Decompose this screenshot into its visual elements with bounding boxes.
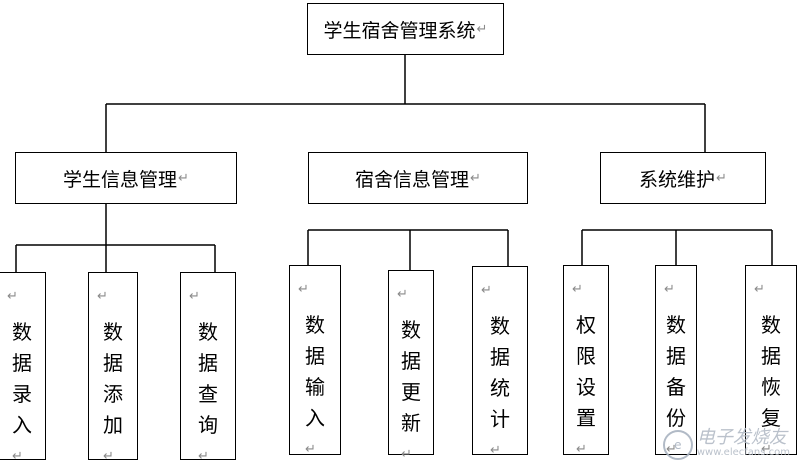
watermark-logo-icon: e	[662, 430, 693, 460]
leaf-data-update: ↵ 数据更新↵	[388, 270, 434, 462]
watermark: e 电子发烧友 www.elecfans.com	[662, 427, 790, 460]
leaf-label: 数据恢复↵	[746, 310, 796, 465]
leaf-char: 统	[490, 376, 510, 400]
leaf-char: 数	[103, 320, 123, 344]
paragraph-mark-icon: ↵	[7, 289, 18, 304]
leaf-char: 数	[666, 313, 686, 337]
leaf-char: 设	[576, 375, 596, 399]
leaf-char: 据	[305, 344, 325, 368]
leaf-char: 数	[490, 314, 510, 338]
watermark-url: www.elecfans.com	[696, 447, 790, 458]
leaf-char: 据	[103, 351, 123, 375]
paragraph-mark-icon: ↵	[103, 449, 114, 464]
leaf-char: 据	[761, 344, 781, 368]
paragraph-mark-icon: ↵	[298, 282, 309, 297]
leaf-char: 据	[198, 351, 218, 375]
leaf-char: 添	[103, 382, 123, 406]
node-student-info: 学生信息管理↵	[15, 152, 237, 204]
leaf-char: 数	[401, 318, 421, 342]
leaf-char: 入↵	[305, 403, 325, 465]
leaf-char: 数	[12, 320, 32, 344]
leaf-char: 更	[401, 380, 421, 404]
leaf-data-entry: ↵ 数据录入↵	[0, 272, 46, 464]
paragraph-mark-icon: ↵	[12, 449, 23, 464]
leaf-char: 复↵	[761, 403, 781, 465]
leaf-data-backup: ↵ 数据备份↵	[655, 265, 697, 457]
leaf-label: 数据更新↵	[389, 315, 433, 470]
node-label: 系统维护	[639, 168, 716, 191]
node-system-maintenance: 系统维护↵	[600, 152, 766, 204]
watermark-title: 电子发烧友	[696, 427, 787, 448]
paragraph-mark-icon: ↵	[490, 443, 501, 458]
paragraph-mark-icon: ↵	[664, 282, 675, 297]
leaf-char: 录	[12, 382, 32, 406]
leaf-char: 备	[666, 375, 686, 399]
paragraph-mark-icon: ↵	[476, 21, 488, 37]
paragraph-mark-icon: ↵	[401, 447, 412, 462]
paragraph-mark-icon: ↵	[397, 287, 408, 302]
paragraph-mark-icon: ↵	[178, 170, 189, 186]
node-dorm-info: 宿舍信息管理↵	[308, 152, 528, 204]
leaf-char: 数	[305, 313, 325, 337]
leaf-label: 数据查询↵	[181, 317, 235, 472]
leaf-label: 权限设置↵	[564, 310, 608, 465]
paragraph-mark-icon: ↵	[481, 283, 492, 298]
leaf-char: 询↵	[198, 410, 218, 472]
paragraph-mark-icon: ↵	[189, 289, 200, 304]
leaf-char: 权	[576, 313, 596, 337]
leaf-data-restore: ↵ 数据恢复↵	[745, 265, 797, 457]
leaf-char: 输	[305, 375, 325, 399]
leaf-char: 置↵	[576, 403, 596, 465]
leaf-char: 限	[576, 344, 596, 368]
leaf-char: 恢	[761, 375, 781, 399]
leaf-permission-settings: ↵ 权限设置↵	[563, 265, 609, 457]
leaf-label: 数据添加↵	[89, 317, 137, 472]
paragraph-mark-icon: ↵	[305, 442, 316, 457]
root-node: 学生宿舍管理系统↵	[307, 3, 504, 55]
paragraph-mark-icon: ↵	[576, 442, 587, 457]
paragraph-mark-icon: ↵	[470, 170, 481, 186]
leaf-label: 数据录入↵	[0, 317, 45, 472]
paragraph-mark-icon: ↵	[198, 449, 209, 464]
paragraph-mark-icon: ↵	[572, 282, 583, 297]
root-label: 学生宿舍管理系统	[323, 19, 476, 42]
paragraph-mark-icon: ↵	[716, 170, 727, 186]
leaf-data-input: ↵ 数据输入↵	[289, 265, 341, 457]
leaf-data-statistics: ↵ 数据统计↵	[472, 266, 528, 458]
leaf-data-add: ↵ 数据添加↵	[88, 272, 138, 464]
leaf-label: 数据输入↵	[290, 310, 340, 465]
leaf-char: 新↵	[401, 408, 421, 470]
leaf-char: 加↵	[103, 410, 123, 472]
leaf-char: 数	[198, 320, 218, 344]
leaf-char: 数	[761, 313, 781, 337]
leaf-char: 据	[12, 351, 32, 375]
leaf-char: 据	[490, 345, 510, 369]
leaf-data-query: ↵ 数据查询↵	[180, 272, 236, 464]
node-label: 学生信息管理	[63, 168, 178, 191]
leaf-char: 据	[401, 349, 421, 373]
leaf-label: 数据统计↵	[473, 311, 527, 466]
leaf-char: 入↵	[12, 410, 32, 472]
paragraph-mark-icon: ↵	[97, 289, 108, 304]
leaf-char: 计↵	[490, 404, 510, 466]
leaf-char: 据	[666, 344, 686, 368]
paragraph-mark-icon: ↵	[754, 282, 765, 297]
leaf-char: 查	[198, 382, 218, 406]
node-label: 宿舍信息管理	[355, 168, 470, 191]
paragraph-mark-icon: ↵	[761, 442, 772, 457]
